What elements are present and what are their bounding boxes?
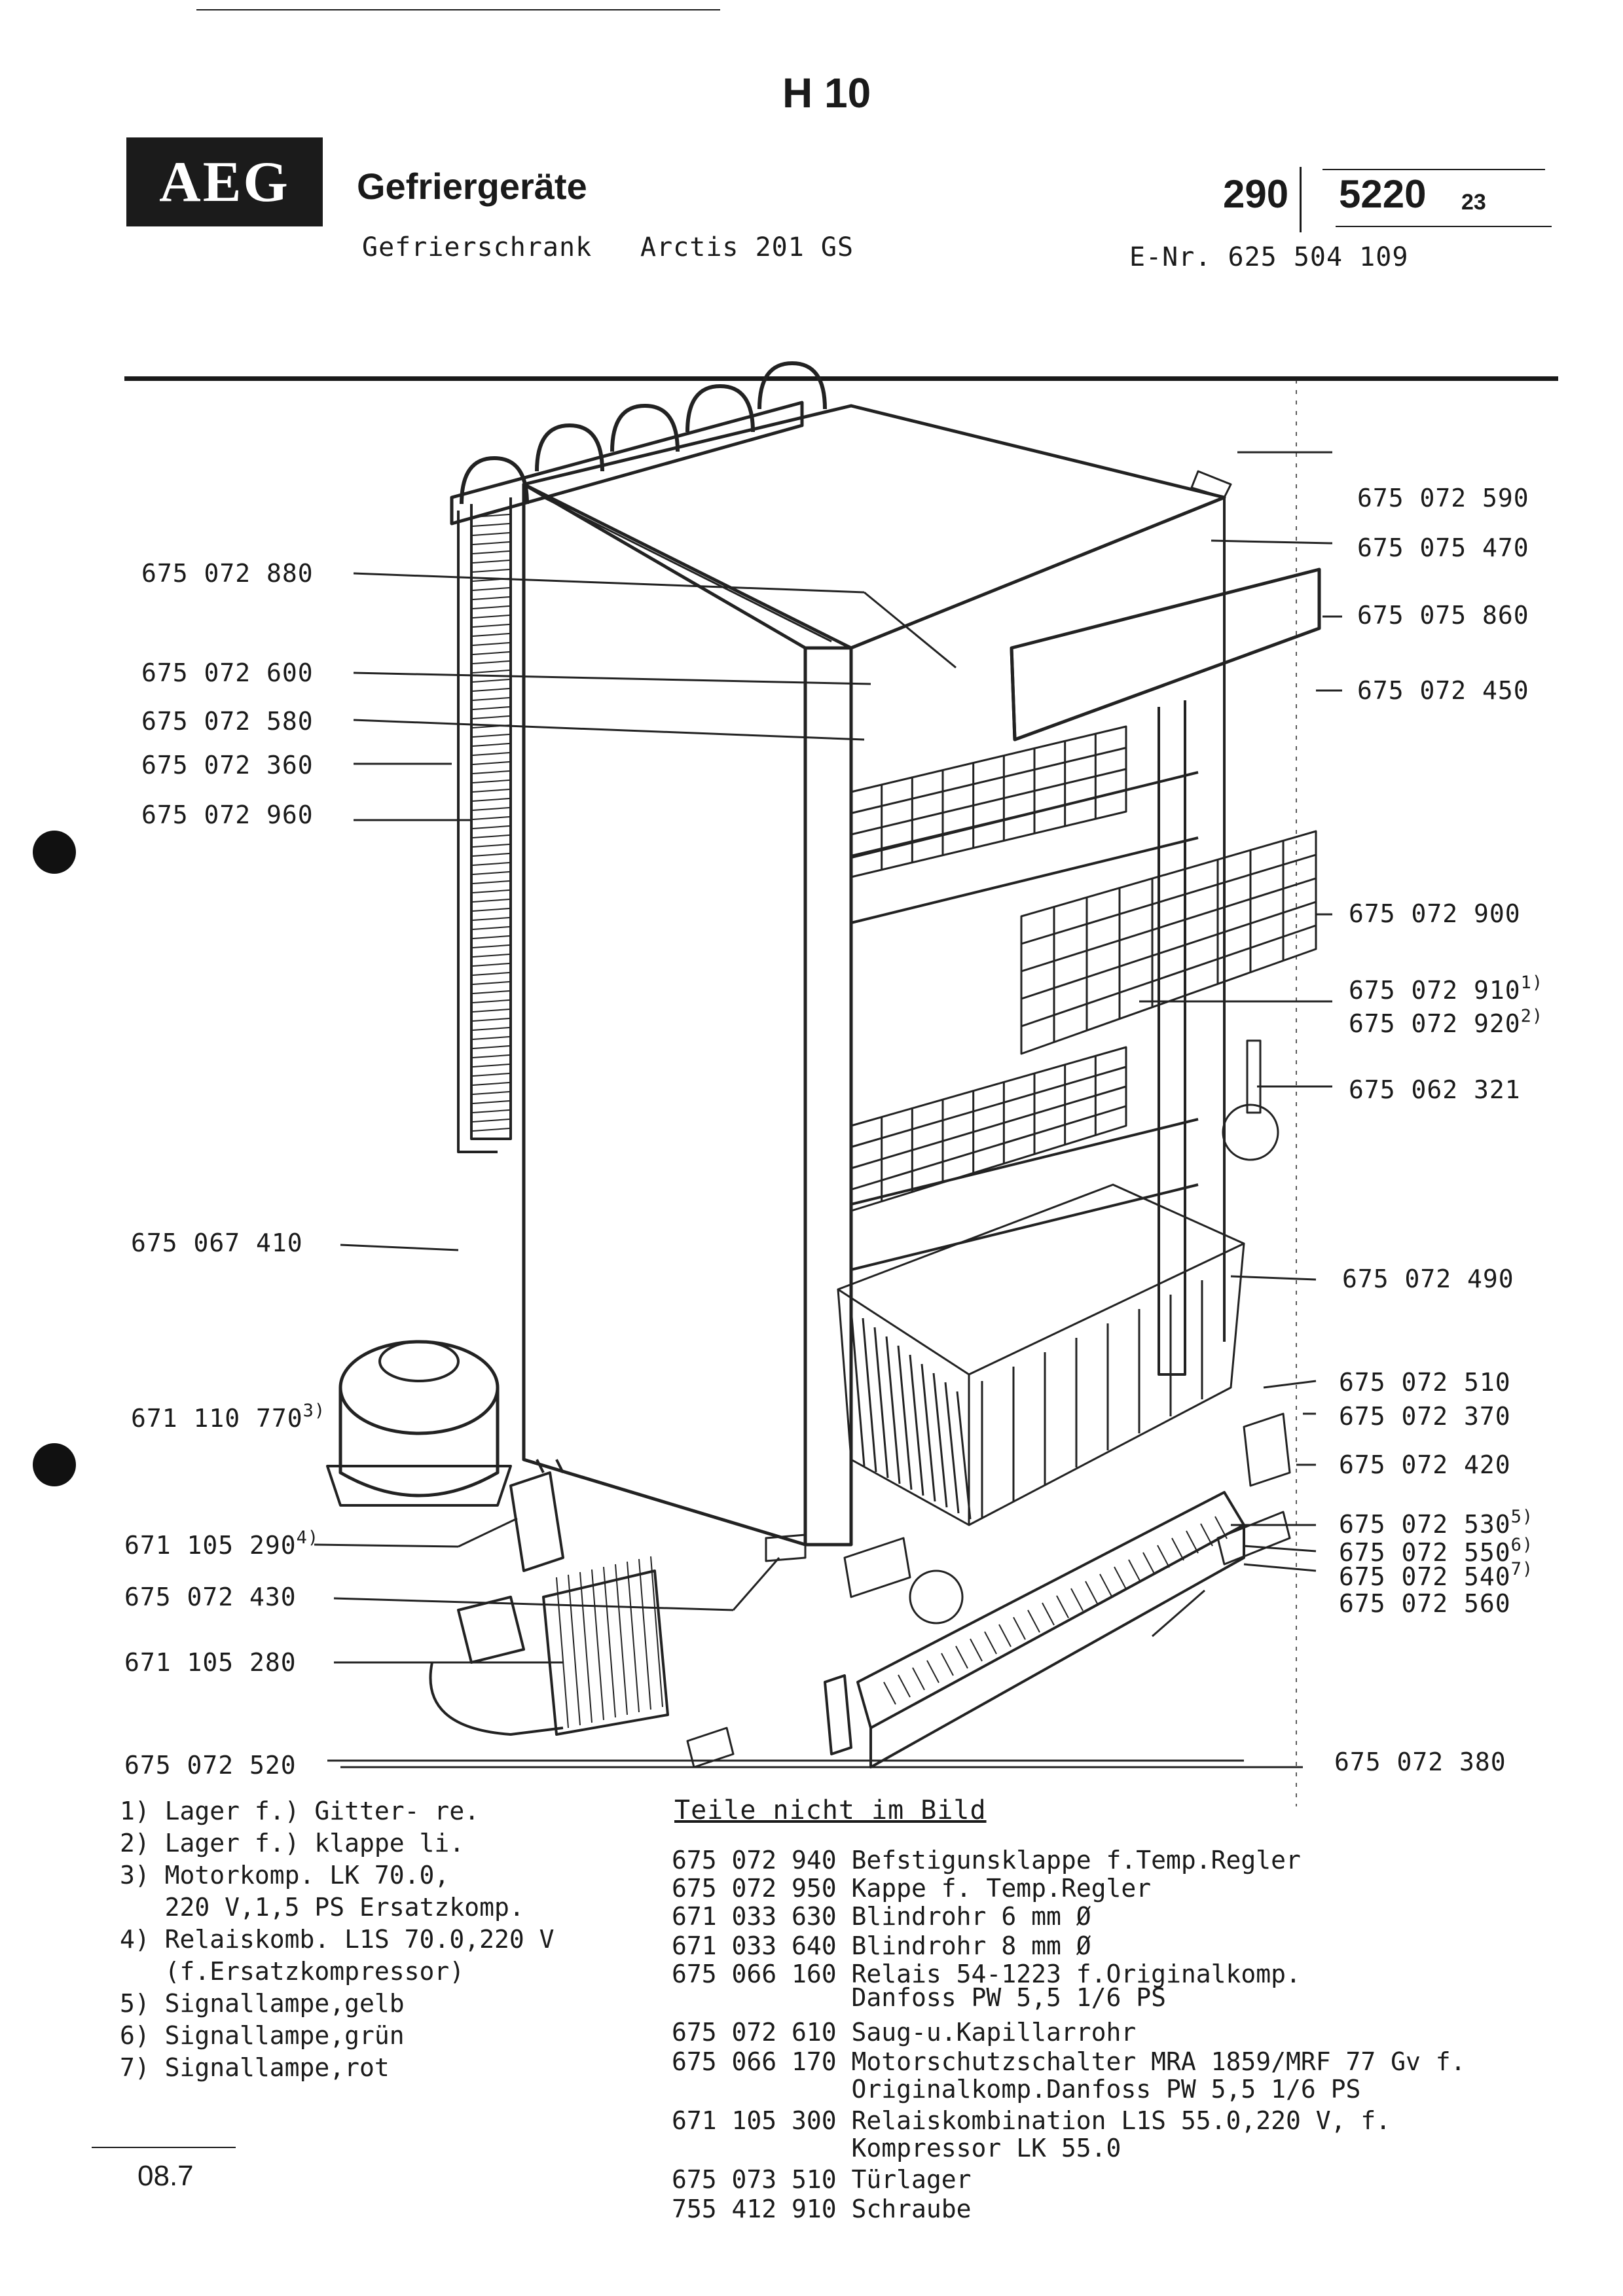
footnote-4b: (f.Ersatzkompressor) [120,1957,465,1986]
footnote-6: 6) Signallampe,grün [120,2021,405,2050]
footnote-5: 5) Signallampe,gelb [120,1989,405,2018]
label-right-8: 675 062 321 [1349,1075,1521,1104]
part-number-sub: 5220 [1339,172,1427,216]
nip-row-9: Originalkomp.Danfoss PW 5,5 1/6 PS [672,2075,1361,2104]
footnote-1: 1) Lager f.) Gitter- re. [120,1797,480,1825]
nip-row-6: Danfoss PW 5,5 1/6 PS [672,1983,1166,2012]
aeg-logo: AEG [126,137,323,226]
freezer-basket [837,1183,1245,1526]
relay-kit [429,1556,669,1736]
product-type: Gefrierschrank [362,232,593,262]
label-right-3: 675 075 860 [1357,601,1529,630]
label-right-2: 675 075 470 [1357,533,1529,562]
nip-row-8: 675 066 170 Motorschutzschalter MRA 1859… [672,2047,1466,2076]
e-nr: E-Nr. 625 504 109 [1129,242,1409,272]
label-left-8: 671 105 2904) [124,1528,319,1560]
label-right-5: 675 072 900 [1349,899,1521,928]
date-code: 08.7 [137,2160,194,2192]
part-bottom-rule [1336,226,1552,227]
label-left-4: 675 072 360 [141,751,314,780]
label-left-2: 675 072 600 [141,658,314,687]
part-top-rule [1322,169,1545,170]
label-right-16: 675 072 560 [1339,1589,1511,1618]
label-right-4: 675 072 450 [1357,676,1529,705]
part-divider [1300,167,1302,232]
label-left-1: 675 072 880 [141,559,314,588]
nip-row-13: 755 412 910 Schraube [672,2195,972,2223]
footnote-3: 3) Motorkomp. LK 70.0, [120,1861,450,1890]
top-rule [196,9,720,10]
temperature-regulator [843,1537,964,1624]
model-name: Arctis 201 GS [640,232,854,262]
not-in-picture-title: Teile nicht im Bild [674,1795,987,1825]
label-right-12: 675 072 420 [1339,1450,1511,1479]
label-right-7: 675 072 9202) [1349,1006,1544,1038]
label-right-13: 675 072 5305) [1339,1507,1534,1539]
label-right-6: 675 072 9101) [1349,973,1544,1005]
label-left-5: 675 072 960 [141,800,314,829]
relay [509,1459,564,1572]
nip-row-3: 671 033 630 Blindrohr 6 mm Ø [672,1902,1091,1931]
nip-row-5: 675 066 160 Relais 54-1223 f.Originalkom… [672,1960,1301,1988]
shelf-grid-middle [1020,830,1317,1055]
nip-row-2: 675 072 950 Kappe f. Temp.Regler [672,1874,1152,1903]
label-left-3: 675 072 580 [141,707,314,736]
shelf-grid-upper [850,725,1127,878]
shelf-grid-lower [850,1046,1127,1212]
compressor [326,1340,512,1507]
freezer-flap [1010,470,1321,742]
label-left-7: 671 110 7703) [131,1401,326,1433]
condenser-coil [450,361,827,1153]
label-right-11: 675 072 370 [1339,1402,1511,1431]
label-right-1: 675 072 590 [1357,484,1529,512]
nip-row-12: 675 073 510 Türlager [672,2165,972,2194]
label-right-9: 675 072 490 [1342,1265,1514,1293]
label-right-15: 675 072 5407) [1339,1559,1534,1591]
footnote-4: 4) Relaiskomb. L1S 70.0,220 V [120,1925,555,1954]
label-right-17: 675 072 380 [1334,1748,1506,1776]
part-number-suffix: 23 [1461,190,1486,215]
label-left-6: 675 067 410 [131,1229,303,1257]
nip-row-11: Kompressor LK 55.0 [672,2134,1122,2162]
plinth-grille [824,1491,1245,1768]
nip-row-10: 671 105 300 Relaiskombination L1S 55.0,2… [672,2106,1391,2135]
thermometer [1222,1039,1279,1161]
footer-rule [92,2147,236,2148]
part-number-main: 290 [1223,172,1289,216]
label-left-9: 675 072 430 [124,1583,297,1611]
category-title: Gefriergeräte [357,166,587,207]
label-right-10: 675 072 510 [1339,1368,1511,1397]
nip-row-4: 671 033 640 Blindrohr 8 mm Ø [672,1931,1091,1960]
nip-row-7: 675 072 610 Saug-u.Kapillarrohr [672,2018,1137,2047]
label-left-11: 675 072 520 [124,1751,297,1780]
label-right-14: 675 072 5506) [1339,1535,1534,1567]
sheet-id: H 10 [782,69,871,117]
footnote-3b: 220 V,1,5 PS Ersatzkomp. [120,1893,524,1922]
lamp-holders [1152,1412,1291,1638]
nip-row-1: 675 072 940 Befstigunsklappe f.Temp.Regl… [672,1846,1301,1874]
punch-holes [33,831,76,1486]
label-left-10: 671 105 280 [124,1648,297,1677]
footnote-2: 2) Lager f.) klappe li. [120,1829,465,1857]
header-divider [124,376,1558,381]
footnotes: 1) Lager f.) Gitter- re. 2) Lager f.) kl… [120,1795,554,2084]
footnote-7: 7) Signallampe,rot [120,2053,390,2082]
